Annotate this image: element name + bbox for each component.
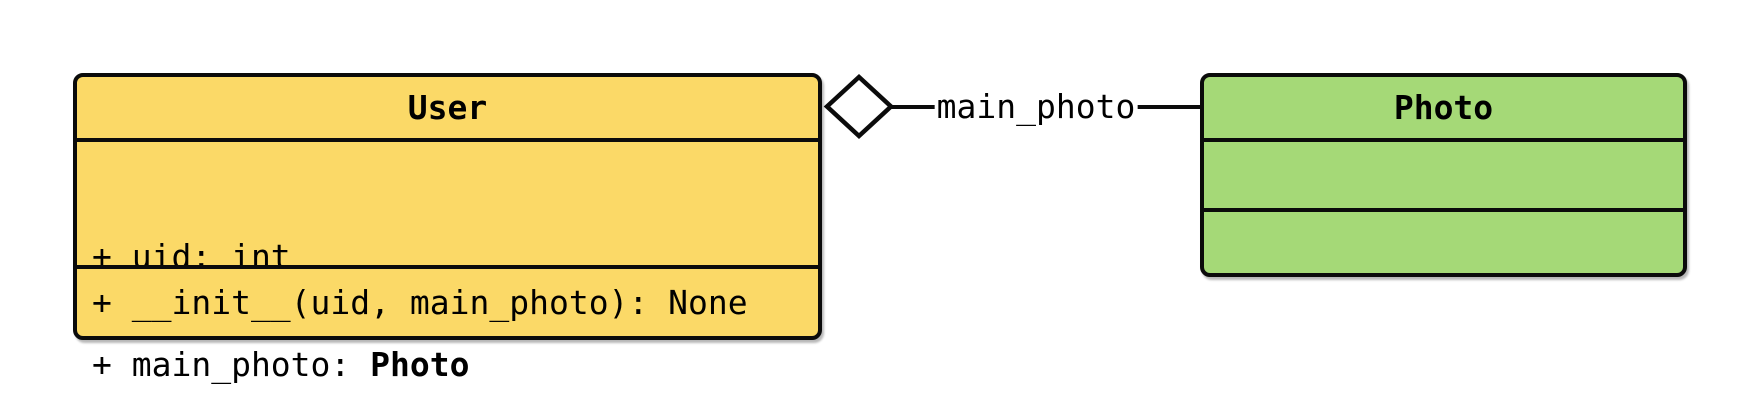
attribute-row: + main_photo: Photo [92, 347, 803, 383]
attribute-type: Photo [370, 345, 470, 384]
attribute-text: + main_photo: [92, 345, 371, 384]
class-node-user: User + uid: int + main_photo: Photo + __… [73, 73, 822, 383]
user-methods-compartment: + __init__(uid, main_photo): None [77, 265, 818, 336]
relation-label: main_photo [934, 87, 1138, 127]
class-title-user: User [407, 88, 488, 127]
class-title-photo: Photo [1393, 88, 1494, 127]
photo-methods-compartment [1204, 208, 1683, 273]
class-node-photo: Photo [1200, 73, 1687, 277]
user-attributes-compartment: + uid: int + main_photo: Photo [77, 138, 818, 383]
photo-attributes-compartment [1204, 138, 1683, 208]
method-row: + __init__(uid, main_photo): None [92, 283, 748, 322]
aggregation-diamond-icon [823, 73, 895, 140]
